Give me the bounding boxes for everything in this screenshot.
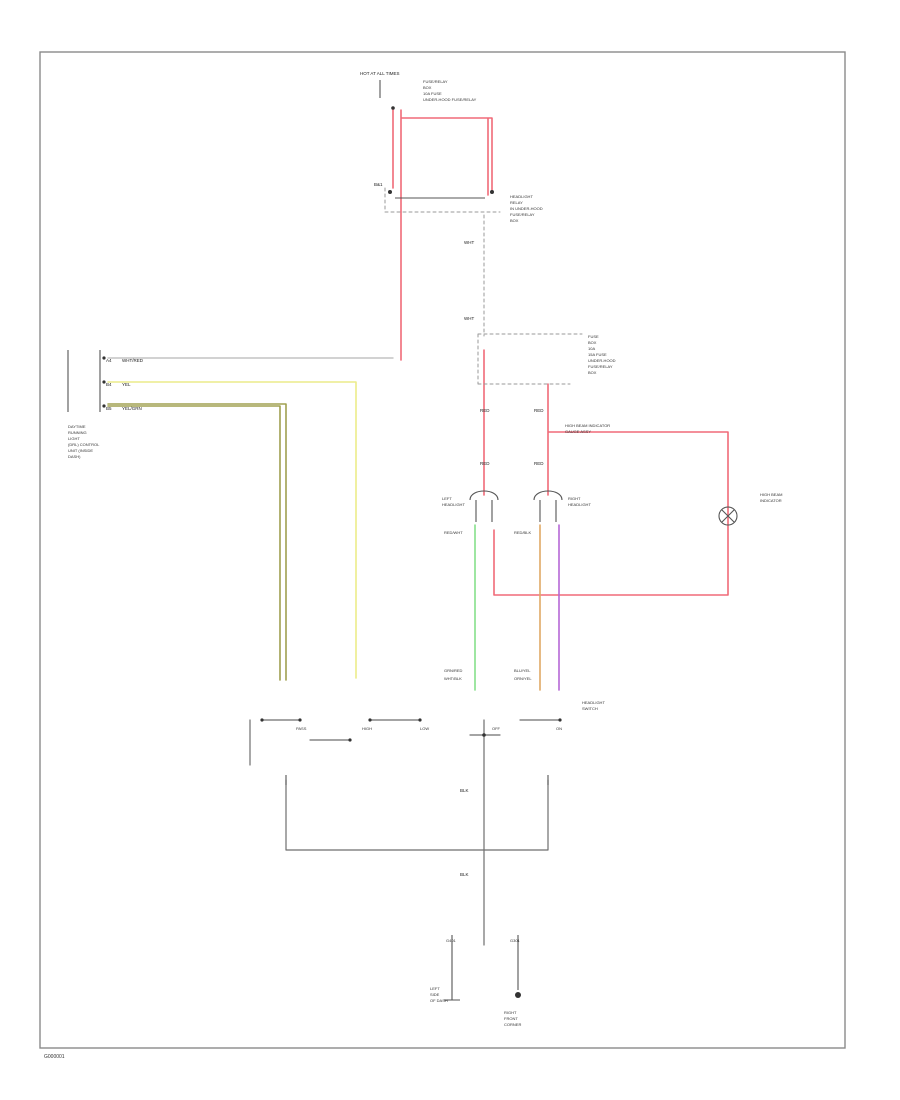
label-lamp-left: HEADLIGHT xyxy=(442,502,465,507)
switch-row xyxy=(249,719,561,766)
red-wire-top-loop xyxy=(392,109,493,361)
label-switch-pos: PASS xyxy=(296,726,307,731)
label-lamp-left: LEFT xyxy=(442,496,452,501)
label-relay-b-note: BOX xyxy=(588,340,597,345)
labels: HOT AT ALL TIMES FUSE/RELAY BOX 10A FUSE… xyxy=(44,71,782,1060)
red-wire-right-headlight xyxy=(493,383,729,596)
label-top-fuse-note: 10A FUSE xyxy=(423,91,442,96)
label-ecm-title: DASH) xyxy=(68,454,81,459)
high-beam-indicator xyxy=(718,506,738,526)
label-lamp-right: HEADLIGHT xyxy=(568,502,591,507)
label-wire-code: ORN/YEL xyxy=(514,676,532,681)
label-relay-b-note: FUSE xyxy=(588,334,599,339)
label-ecm-title: LIGHT xyxy=(68,436,80,441)
label-ecm-conn: B4 xyxy=(106,382,112,387)
label-relay-note: BOX xyxy=(510,218,519,223)
label-wire-red: RED xyxy=(534,408,544,413)
label-ecm-wire: WHT/RED xyxy=(122,358,144,363)
label-relay-b-note: 10A xyxy=(588,346,595,351)
label-wire-red: RED xyxy=(480,461,490,466)
footer-code: G000001 xyxy=(44,1054,65,1060)
label-switch-pos: ON xyxy=(556,726,562,731)
olive-wire xyxy=(107,403,287,681)
diagram-frame xyxy=(39,51,846,1049)
label-relay-a: B&1 xyxy=(374,182,383,187)
label-switch-pos: LOW xyxy=(420,726,429,731)
label-ecm-title: RUNNING xyxy=(68,430,87,435)
label-wire-wht: WHT xyxy=(464,240,474,245)
label-top-fuse: HOT AT ALL TIMES xyxy=(360,71,400,76)
label-switch-pos: OFF xyxy=(492,726,501,731)
top-fuse xyxy=(379,80,395,110)
ground-bus xyxy=(285,719,549,946)
ecm-connector xyxy=(67,350,106,412)
label-ground-right: FRONT xyxy=(504,1016,518,1021)
label-indicator: HIGH BEAM INDICATOR xyxy=(565,423,610,428)
label-wire-blk: BLK xyxy=(460,788,469,793)
label-ground-right: CORNER xyxy=(504,1022,521,1027)
label-indicator-title: HIGH BEAM xyxy=(760,492,782,497)
label-relay-b-note: 15A FUSE xyxy=(588,352,607,357)
label-switch-title: SWITCH xyxy=(582,706,598,711)
right-headlight xyxy=(533,490,563,522)
label-wire-code: WHT/BLK xyxy=(444,676,462,681)
label-ground-left: LEFT xyxy=(430,986,440,991)
label-lamp-right: RIGHT xyxy=(568,496,581,501)
label-ecm-title: (DRL) CONTROL xyxy=(68,442,100,447)
label-ecm-conn: A4 xyxy=(106,358,112,363)
label-indicator-title: INDICATOR xyxy=(760,498,782,503)
label-relay-b-note: UNDER-HOOD xyxy=(588,358,616,363)
label-ecm-conn: B5 xyxy=(106,406,112,411)
label-top-fuse-note: UNDER-HOOD FUSE/RELAY xyxy=(423,97,477,102)
label-ecm-title: UNIT (INSIDE xyxy=(68,448,93,453)
label-indicator: GAUGE ASSY xyxy=(565,429,591,434)
label-wire-wht: WHT xyxy=(464,316,474,321)
label-wire-code: GRN/RED xyxy=(444,668,463,673)
label-relay-b-note: BOX xyxy=(588,370,597,375)
label-ground-left: G401 xyxy=(446,938,457,943)
yellow-wire xyxy=(107,381,357,679)
label-wire-code: RED/BLK xyxy=(514,530,531,535)
label-ground-right: G301 xyxy=(510,938,521,943)
label-relay-note: RELAY xyxy=(510,200,523,205)
relay-b-box xyxy=(477,333,583,385)
label-ecm-wire: YEL/GRN xyxy=(122,406,142,411)
grounds xyxy=(444,935,521,1001)
label-relay-note: HEADLIGHT xyxy=(510,194,533,199)
relay-a-box xyxy=(384,187,501,213)
label-ground-left: SIDE xyxy=(430,992,440,997)
label-wire-code: BLU/YEL xyxy=(514,668,531,673)
label-relay-note: FUSE/RELAY xyxy=(510,212,535,217)
label-switch-title: HEADLIGHT xyxy=(582,700,605,705)
label-ground-left: OF DASH xyxy=(430,998,448,1003)
label-wire-red: RED xyxy=(534,461,544,466)
label-relay-b-note: FUSE/RELAY xyxy=(588,364,613,369)
label-wire-blk: BLK xyxy=(460,872,469,877)
label-ecm-wire: YEL xyxy=(122,382,131,387)
label-top-fuse-note: FUSE/RELAY xyxy=(423,79,448,84)
label-relay-note: IN UNDER-HOOD xyxy=(510,206,543,211)
label-top-fuse-note: BOX xyxy=(423,85,432,90)
left-headlight xyxy=(469,490,499,522)
label-switch-pos: HIGH xyxy=(362,726,372,731)
label-wire-code: RED/WHT xyxy=(444,530,463,535)
dimmer-relay-a xyxy=(388,190,494,199)
label-wire-red: RED xyxy=(480,408,490,413)
label-ecm-title: DAYTIME xyxy=(68,424,86,429)
red-wires xyxy=(392,109,729,596)
switch-contacts xyxy=(260,718,562,785)
label-ground-right: RIGHT xyxy=(504,1010,517,1015)
